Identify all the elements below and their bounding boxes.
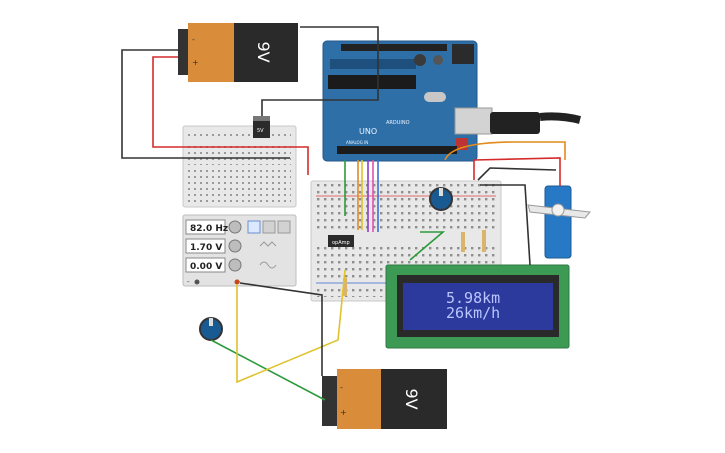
arduino-brand-label: ARDUINO bbox=[386, 120, 410, 126]
fg-terminal-minus[interactable] bbox=[194, 279, 200, 285]
opamp-label: opAmp bbox=[332, 240, 350, 246]
small-breadboard[interactable] bbox=[182, 125, 297, 208]
frequency-knob[interactable] bbox=[228, 220, 242, 234]
wires[interactable] bbox=[121, 26, 566, 401]
battery-9v-top[interactable]: 9V - + bbox=[178, 23, 298, 82]
lcd-line-2: 26km/h bbox=[446, 304, 500, 322]
battery-bottom-voltage: 9V bbox=[402, 388, 421, 409]
amplitude-knob[interactable] bbox=[228, 239, 242, 253]
battery-top-voltage: 9V bbox=[254, 41, 273, 62]
wire-black-top[interactable] bbox=[121, 49, 290, 159]
potentiometer-main[interactable] bbox=[429, 187, 453, 211]
function-generator[interactable]: 82.0 Hz 1.70 V 0.00 V - + bbox=[182, 214, 297, 287]
frequency-display: 82.0 Hz bbox=[190, 224, 228, 234]
voltage-regulator[interactable]: 5V bbox=[253, 116, 270, 138]
wire-green-lower[interactable] bbox=[210, 339, 326, 401]
square-wave-button[interactable] bbox=[247, 220, 261, 234]
battery-9v-bottom[interactable]: 9V - + bbox=[322, 369, 447, 429]
usb-cable[interactable] bbox=[490, 112, 581, 134]
servo-motor[interactable] bbox=[527, 185, 591, 259]
fg-minus-label: - bbox=[187, 278, 190, 286]
wire-black-fg[interactable] bbox=[239, 282, 323, 376]
opamp-chip[interactable]: opAmp bbox=[328, 235, 354, 247]
wire-red-servo[interactable] bbox=[473, 157, 561, 186]
lcd-module[interactable]: 5.98km 26km/h bbox=[385, 264, 570, 349]
triangle-wave-button[interactable] bbox=[262, 220, 276, 234]
battery-bottom-plus: + bbox=[340, 408, 347, 417]
wire-yellow-lower[interactable] bbox=[236, 269, 346, 384]
regulator-label: 5V bbox=[257, 128, 264, 134]
fg-terminal-plus[interactable] bbox=[234, 279, 240, 285]
offset-knob[interactable] bbox=[228, 258, 242, 272]
battery-bottom-minus: - bbox=[340, 383, 343, 392]
wire-black-servo[interactable] bbox=[477, 167, 557, 181]
wire-orange-servo[interactable] bbox=[444, 141, 566, 161]
offset-display: 0.00 V bbox=[190, 262, 222, 272]
battery-top-plus: + bbox=[192, 58, 199, 67]
arduino-analog-label: ANALOG IN bbox=[346, 140, 368, 145]
resistor-3[interactable] bbox=[343, 278, 347, 296]
battery-top-minus: - bbox=[192, 35, 195, 44]
amplitude-display: 1.70 V bbox=[190, 243, 222, 253]
wire-red-top[interactable] bbox=[152, 56, 309, 175]
resistor-2[interactable] bbox=[482, 230, 486, 252]
lcd-line-1: 5.98km bbox=[446, 289, 500, 307]
resistor-1[interactable] bbox=[461, 232, 465, 252]
potentiometer-lower[interactable] bbox=[199, 317, 223, 341]
arduino-uno-board[interactable]: UNO ARDUINO ANALOG IN bbox=[322, 40, 493, 162]
sine-wave-button[interactable] bbox=[277, 220, 291, 234]
wire-black-regulator[interactable] bbox=[261, 26, 379, 116]
wire-green-pot[interactable] bbox=[409, 231, 446, 261]
arduino-model-label: UNO bbox=[359, 127, 377, 136]
wire-black-lcd[interactable] bbox=[480, 184, 531, 266]
